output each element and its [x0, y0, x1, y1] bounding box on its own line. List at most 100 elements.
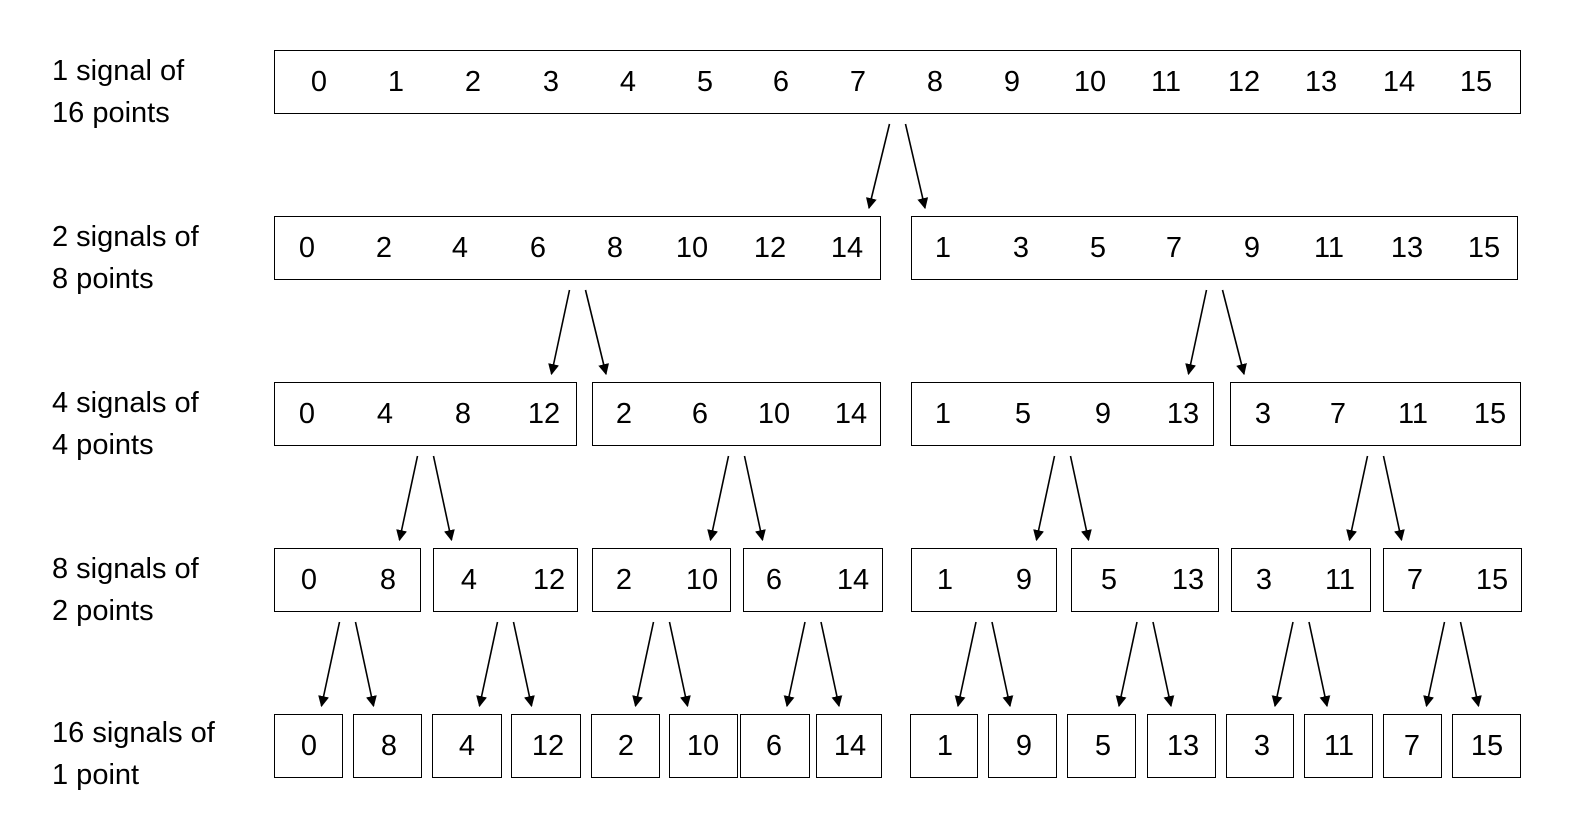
sample-index: 13	[1171, 563, 1205, 596]
sample-index: 7	[849, 65, 867, 98]
split-arrow	[1308, 621, 1331, 708]
sample-index: 15	[1459, 65, 1493, 98]
sample-index: 11	[1397, 397, 1429, 430]
sample-index: 1	[936, 729, 954, 762]
sample-index: 5	[1014, 397, 1032, 430]
sample-index: 8	[380, 729, 398, 762]
signal-box: 5 13	[1071, 548, 1219, 612]
signal-box: 11	[1304, 714, 1373, 778]
signal-box: 10	[669, 714, 738, 778]
split-arrow	[1221, 289, 1247, 376]
sample-index: 12	[1227, 65, 1261, 98]
split-arrow	[707, 455, 730, 542]
signal-box: 5	[1067, 714, 1136, 778]
sample-index: 7	[1329, 397, 1347, 430]
sample-index: 14	[833, 729, 867, 762]
sample-index: 10	[685, 563, 719, 596]
sample-index: 3	[542, 65, 560, 98]
split-arrow	[668, 621, 691, 708]
sample-index: 12	[753, 231, 787, 264]
signal-box: 12	[511, 714, 581, 778]
sample-index: 13	[1166, 397, 1200, 430]
signal-box: 6	[740, 714, 810, 778]
sample-index: 10	[686, 729, 720, 762]
sample-index: 11	[1323, 729, 1355, 762]
split-arrow	[548, 289, 571, 376]
signal-box: 7	[1383, 714, 1442, 778]
sample-index: 8	[926, 65, 944, 98]
sample-index: 10	[1073, 65, 1107, 98]
sample-index: 15	[1470, 729, 1504, 762]
signal-box: 13	[1147, 714, 1216, 778]
signal-box: 0	[274, 714, 343, 778]
sample-index: 9	[1094, 397, 1112, 430]
sample-index: 10	[757, 397, 791, 430]
sample-index: 1	[936, 563, 954, 596]
sample-index: 3	[1254, 397, 1272, 430]
split-arrow	[1346, 455, 1369, 542]
sample-index: 4	[619, 65, 637, 98]
sample-index: 13	[1304, 65, 1338, 98]
sample-index: 7	[1165, 231, 1183, 264]
sample-index: 2	[464, 65, 482, 98]
signal-box: 4	[432, 714, 502, 778]
sample-index: 4	[376, 397, 394, 430]
sample-index: 12	[531, 729, 565, 762]
split-arrow	[866, 123, 891, 210]
sample-index: 2	[615, 397, 633, 430]
sample-index: 0	[298, 231, 316, 264]
split-arrow	[354, 621, 377, 708]
level-label: 4 signals of 4 points	[52, 387, 199, 461]
split-arrow	[432, 455, 455, 542]
level-label: 8 signals of 2 points	[52, 553, 199, 627]
split-arrow	[318, 621, 341, 708]
split-arrow	[991, 621, 1014, 708]
sample-index: 6	[772, 65, 790, 98]
sample-index: 0	[300, 729, 318, 762]
sample-index: 1	[387, 65, 405, 98]
sample-index: 4	[458, 729, 476, 762]
split-arrow	[783, 621, 806, 708]
split-arrow	[820, 621, 843, 708]
split-arrow	[512, 621, 535, 708]
sample-index: 11	[1324, 563, 1356, 596]
signal-box: 3 7 11 15	[1230, 382, 1521, 446]
split-arrow	[584, 289, 609, 376]
sample-index: 12	[532, 563, 566, 596]
sample-index: 9	[1243, 231, 1261, 264]
sample-index: 15	[1467, 231, 1501, 264]
sample-index: 5	[1100, 563, 1118, 596]
signal-box: 15	[1452, 714, 1521, 778]
sample-index: 11	[1313, 231, 1345, 264]
sample-index: 14	[1382, 65, 1416, 98]
split-arrow	[1382, 455, 1405, 542]
sample-index: 5	[1094, 729, 1112, 762]
sample-index: 14	[836, 563, 870, 596]
split-arrow	[904, 123, 929, 210]
sample-index: 6	[529, 231, 547, 264]
sample-index: 5	[696, 65, 714, 98]
level-label: 1 signal of 16 points	[52, 55, 185, 129]
signal-box: 2	[591, 714, 660, 778]
sample-index: 7	[1403, 729, 1421, 762]
sample-index: 3	[1012, 231, 1030, 264]
split-arrow	[396, 455, 419, 542]
level-label: 16 signals of 1 point	[52, 717, 215, 791]
split-arrow	[1152, 621, 1175, 708]
sample-index: 6	[765, 729, 783, 762]
sample-index: 15	[1473, 397, 1507, 430]
sample-index: 8	[606, 231, 624, 264]
sample-index: 14	[834, 397, 868, 430]
signal-box: 14	[816, 714, 882, 778]
sample-index: 2	[615, 563, 633, 596]
